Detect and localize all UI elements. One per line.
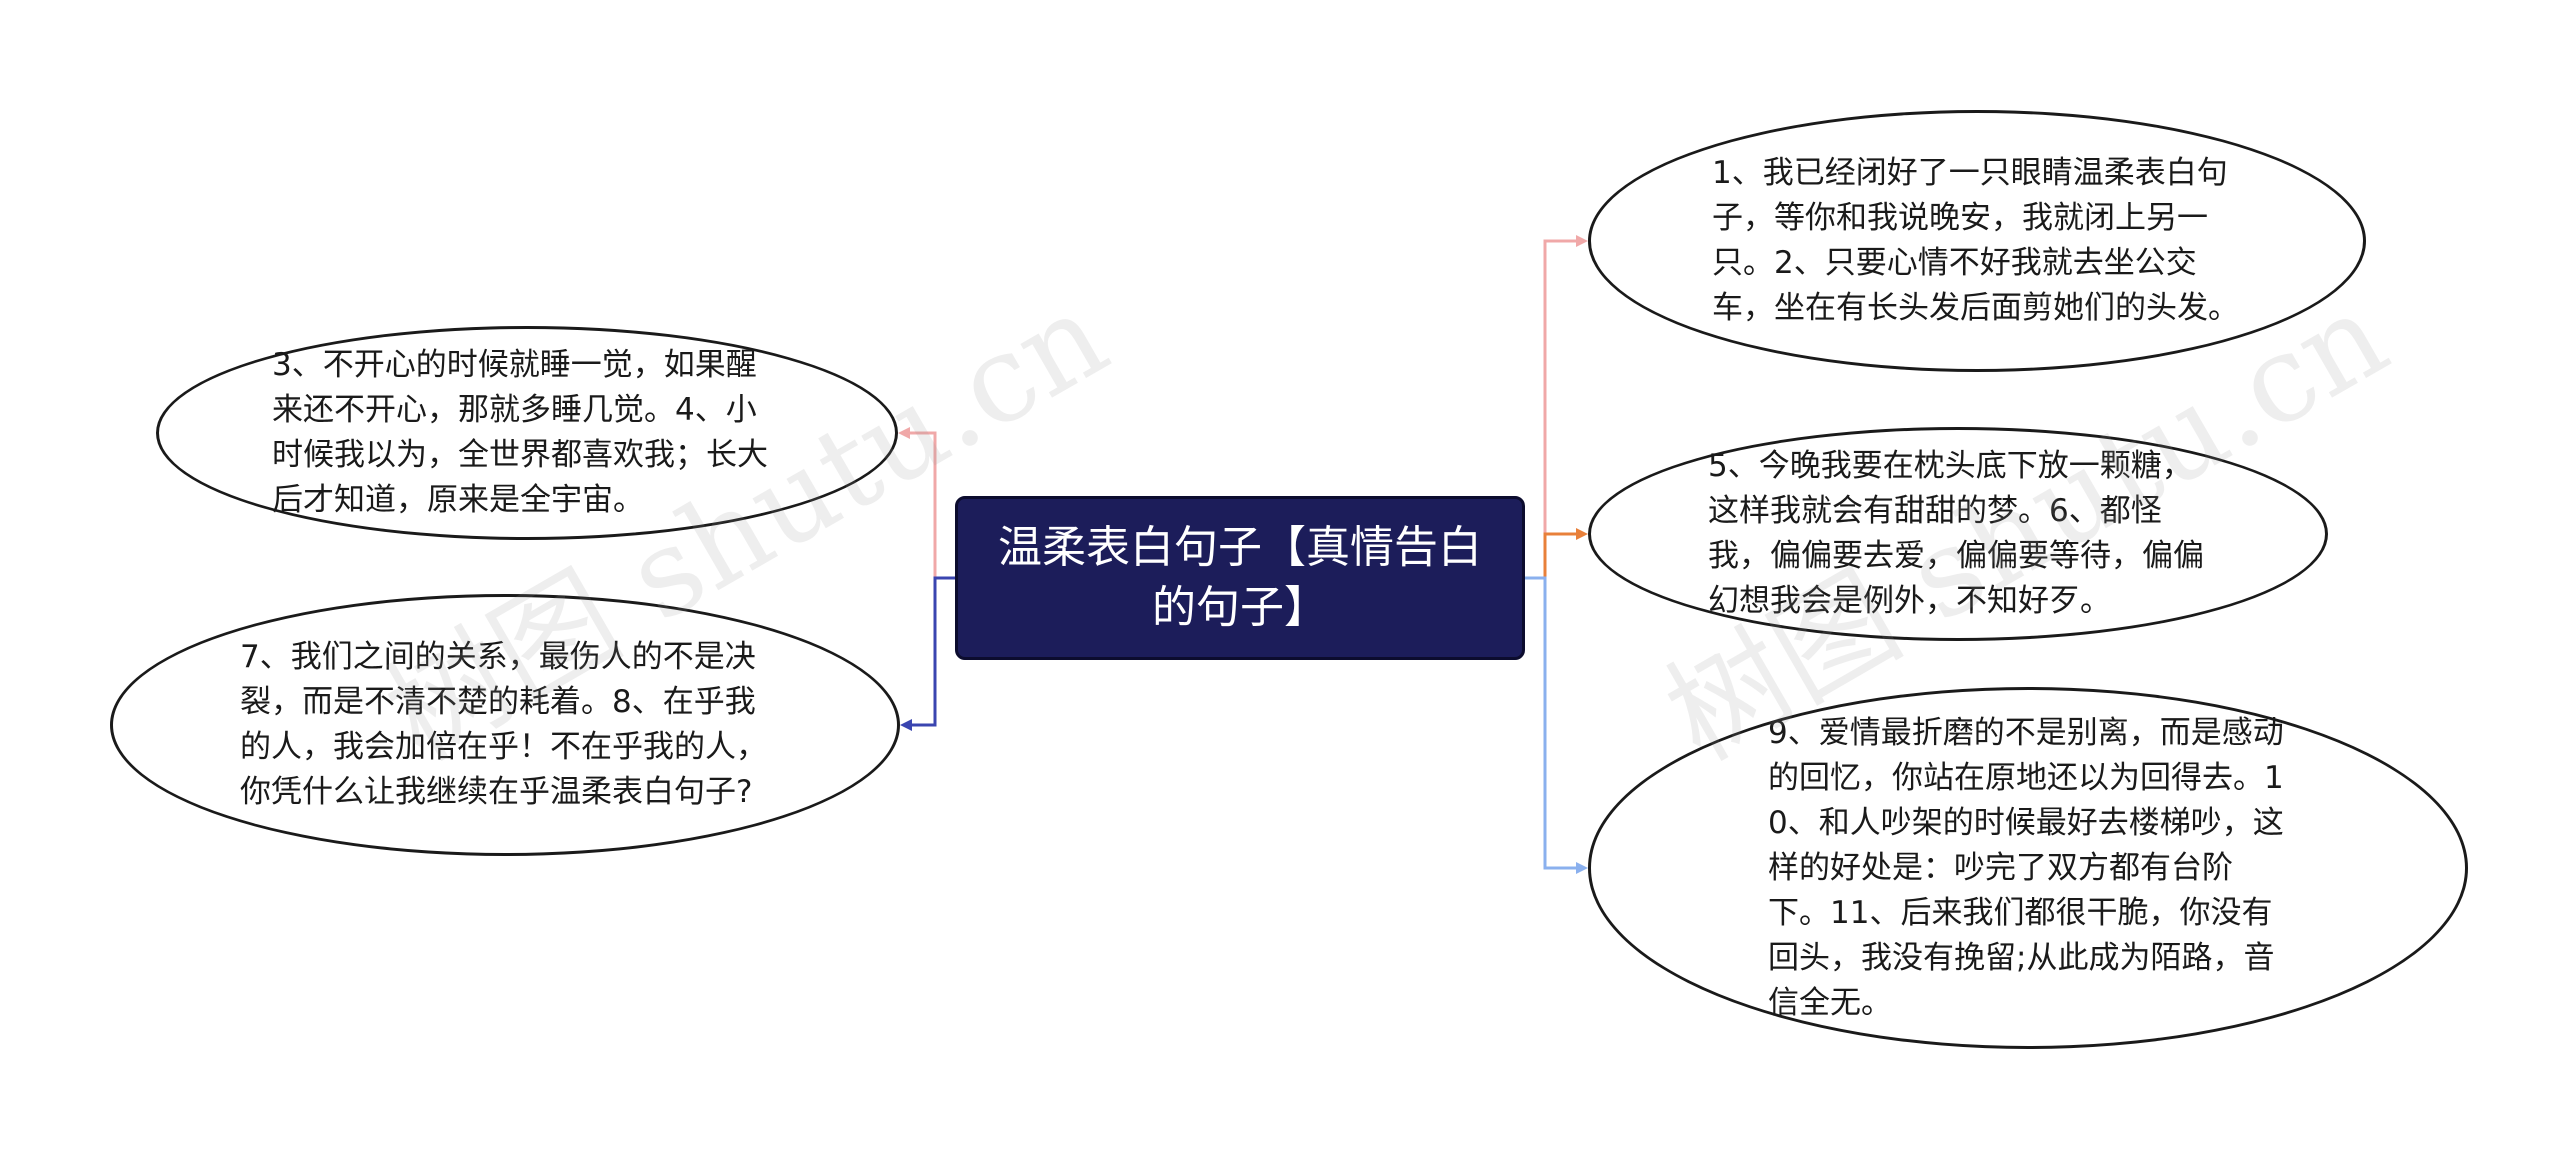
connector-left-bottom: [910, 576, 955, 727]
branch-right-bottom-text: 9、爱情最折磨的不是别离，而是感动的回忆，你站在原地还以为回得去。10、和人吵架…: [1768, 714, 2284, 1021]
branch-left-bottom[interactable]: 7、我们之间的关系，最伤人的不是决裂，而是不清不楚的耗着。8、在乎我的人，我会加…: [110, 594, 900, 856]
branch-right-top-text: 1、我已经闭好了一只眼睛温柔表白句子，等你和我说晚安，我就闭上另一只。2、只要心…: [1712, 155, 2239, 326]
branch-right-middle[interactable]: 5、今晚我要在枕头底下放一颗糖，这样我就会有甜甜的梦。6、都怪我，偏偏要去爱，偏…: [1588, 427, 2328, 641]
connector-right-bottom: [1525, 576, 1578, 870]
branch-right-middle-text: 5、今晚我要在枕头底下放一颗糖，这样我就会有甜甜的梦。6、都怪我，偏偏要去爱，偏…: [1708, 448, 2204, 619]
branch-left-bottom-text: 7、我们之间的关系，最伤人的不是决裂，而是不清不楚的耗着。8、在乎我的人，我会加…: [240, 639, 767, 810]
central-topic[interactable]: 温柔表白句子【真情告白的句子】: [955, 496, 1525, 660]
branch-right-bottom[interactable]: 9、爱情最折磨的不是别离，而是感动的回忆，你站在原地还以为回得去。10、和人吵架…: [1588, 687, 2468, 1049]
central-topic-label: 温柔表白句子【真情告白的句子】: [998, 522, 1482, 633]
branch-right-top[interactable]: 1、我已经闭好了一只眼睛温柔表白句子，等你和我说晚安，我就闭上另一只。2、只要心…: [1588, 110, 2366, 372]
arrow-right-bottom: [1576, 862, 1588, 874]
branch-left-top[interactable]: 3、不开心的时候就睡一觉，如果醒来还不开心，那就多睡几觉。4、小时候我以为，全世…: [156, 326, 898, 540]
connector-left-top: [908, 431, 955, 580]
arrow-right-top: [1576, 235, 1588, 247]
arrow-left-top: [898, 427, 910, 439]
connector-right-top: [1525, 239, 1578, 580]
connector-right-middle: [1525, 532, 1578, 580]
arrow-left-bottom: [900, 719, 912, 731]
branch-left-top-text: 3、不开心的时候就睡一觉，如果醒来还不开心，那就多睡几觉。4、小时候我以为，全世…: [272, 347, 768, 518]
arrow-right-middle: [1576, 528, 1588, 540]
